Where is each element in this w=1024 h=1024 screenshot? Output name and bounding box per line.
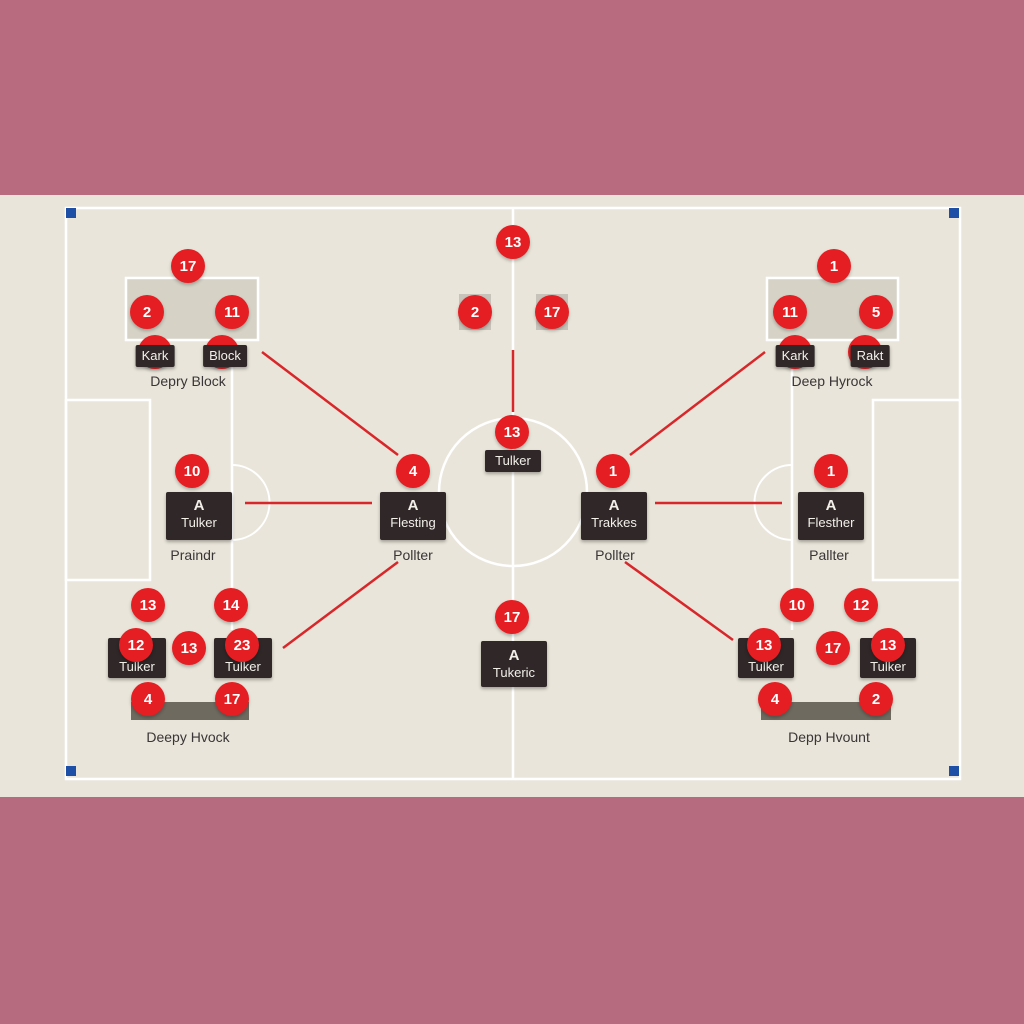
position-caption: Pollter — [393, 547, 433, 563]
position-caption: Praindr — [170, 547, 216, 563]
player-marker[interactable]: 1 — [817, 249, 851, 283]
position-card[interactable]: A Flesther — [798, 492, 864, 540]
position-card[interactable]: A Trakkes — [581, 492, 647, 540]
position-caption: Pollter — [595, 547, 635, 563]
position-label: Tulker — [181, 515, 217, 530]
position-label: Tukeric — [492, 665, 536, 680]
player-marker[interactable]: 1 — [814, 454, 848, 488]
player-marker[interactable]: 23 — [225, 628, 259, 662]
player-marker[interactable]: 13 — [747, 628, 781, 662]
player-marker[interactable]: 12 — [119, 628, 153, 662]
player-marker[interactable]: 4 — [758, 682, 792, 716]
corner-marker — [949, 208, 959, 218]
connector-line — [261, 351, 399, 456]
player-marker[interactable]: 13 — [172, 631, 206, 665]
position-glyph: A — [407, 497, 419, 514]
player-marker[interactable]: 14 — [214, 588, 248, 622]
tag-label: Kark — [775, 345, 815, 367]
connector-line — [624, 560, 734, 642]
position-label: Flesther — [807, 515, 855, 530]
position-card[interactable]: A Flesting — [380, 492, 446, 540]
position-label: Tulker — [225, 659, 261, 674]
player-marker[interactable]: 4 — [131, 682, 165, 716]
corner-marker — [66, 208, 76, 218]
group-caption: Depp Hvount — [788, 729, 870, 745]
group-caption: Deep Hyrock — [791, 373, 873, 389]
player-marker[interactable]: 12 — [844, 588, 878, 622]
player-marker[interactable]: 2 — [130, 295, 164, 329]
player-marker[interactable]: 2 — [458, 295, 492, 329]
tag-label: Rakt — [850, 345, 890, 367]
player-marker[interactable]: 13 — [496, 225, 530, 259]
player-marker[interactable]: 5 — [859, 295, 893, 329]
bench-bar — [761, 702, 891, 720]
player-marker[interactable]: 17 — [816, 631, 850, 665]
connector-line — [629, 351, 766, 456]
player-marker[interactable]: 13 — [871, 628, 905, 662]
connector-line — [282, 560, 399, 650]
top-band — [0, 0, 1024, 195]
tag-label: Block — [203, 345, 247, 367]
player-marker[interactable]: 13 — [131, 588, 165, 622]
position-card[interactable]: A Tukeric — [481, 641, 547, 687]
player-marker[interactable]: 4 — [396, 454, 430, 488]
position-glyph: A — [608, 497, 620, 514]
player-marker[interactable]: 2 — [859, 682, 893, 716]
player-marker[interactable]: 17 — [171, 249, 205, 283]
position-label: Trakkes — [591, 515, 637, 530]
player-marker[interactable]: 10 — [175, 454, 209, 488]
position-card[interactable]: A Tulker — [166, 492, 232, 540]
group-caption: Depry Block — [150, 373, 226, 389]
position-label: Tulker — [870, 659, 906, 674]
corner-marker — [66, 766, 76, 776]
position-label: Tulker — [119, 659, 155, 674]
position-glyph: A — [193, 497, 205, 514]
tag-label: Tulker — [485, 450, 541, 472]
player-marker[interactable]: 17 — [215, 682, 249, 716]
player-marker[interactable]: 11 — [773, 295, 807, 329]
position-glyph: A — [508, 647, 520, 664]
tag-label: Kark — [135, 345, 175, 367]
player-marker[interactable]: 17 — [495, 600, 529, 634]
player-marker[interactable]: 10 — [780, 588, 814, 622]
position-glyph: A — [825, 497, 837, 514]
position-caption: Pallter — [809, 547, 849, 563]
player-marker[interactable]: 1 — [596, 454, 630, 488]
player-marker[interactable]: 17 — [535, 295, 569, 329]
player-marker[interactable]: 11 — [215, 295, 249, 329]
position-label: Flesting — [390, 515, 436, 530]
player-marker[interactable]: 13 — [495, 415, 529, 449]
bottom-band — [0, 797, 1024, 1024]
position-label: Tulker — [748, 659, 784, 674]
group-caption: Deepy Hvock — [146, 729, 230, 745]
corner-marker — [949, 766, 959, 776]
